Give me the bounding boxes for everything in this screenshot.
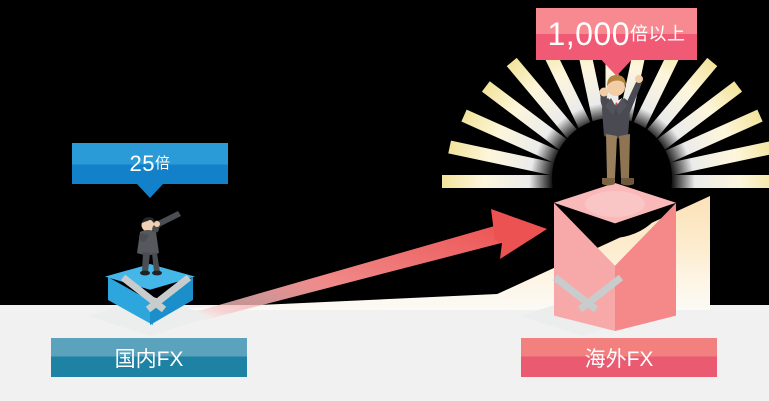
businessman-arms-raised-icon [580, 68, 650, 190]
pedestal-overseas-left-face [554, 203, 615, 331]
businessman-with-telescope-icon [126, 208, 182, 276]
leverage-banner-domestic-suffix: 倍 [154, 155, 171, 172]
category-label-domestic: 国内FX [51, 338, 247, 377]
leverage-banner-domestic-number: 25 [129, 150, 155, 176]
pedestal-overseas-top-dimple [585, 191, 645, 217]
sunburst-ray [442, 175, 554, 188]
leverage-banner-overseas-suffix: 倍以上 [630, 24, 686, 44]
leverage-banner-domestic-tail [137, 184, 163, 198]
pedestal-overseas [554, 183, 676, 331]
category-label-overseas-text: 海外FX [584, 347, 654, 371]
sunburst-ray [670, 175, 769, 188]
pedestal-overseas-right-face [615, 203, 676, 331]
growth-arrow-up-right-icon [175, 205, 575, 325]
category-label-domestic-text: 国内FX [114, 347, 184, 371]
leverage-banner-overseas-number: 1,000 [547, 16, 631, 52]
category-label-overseas: 海外FX [521, 338, 717, 377]
